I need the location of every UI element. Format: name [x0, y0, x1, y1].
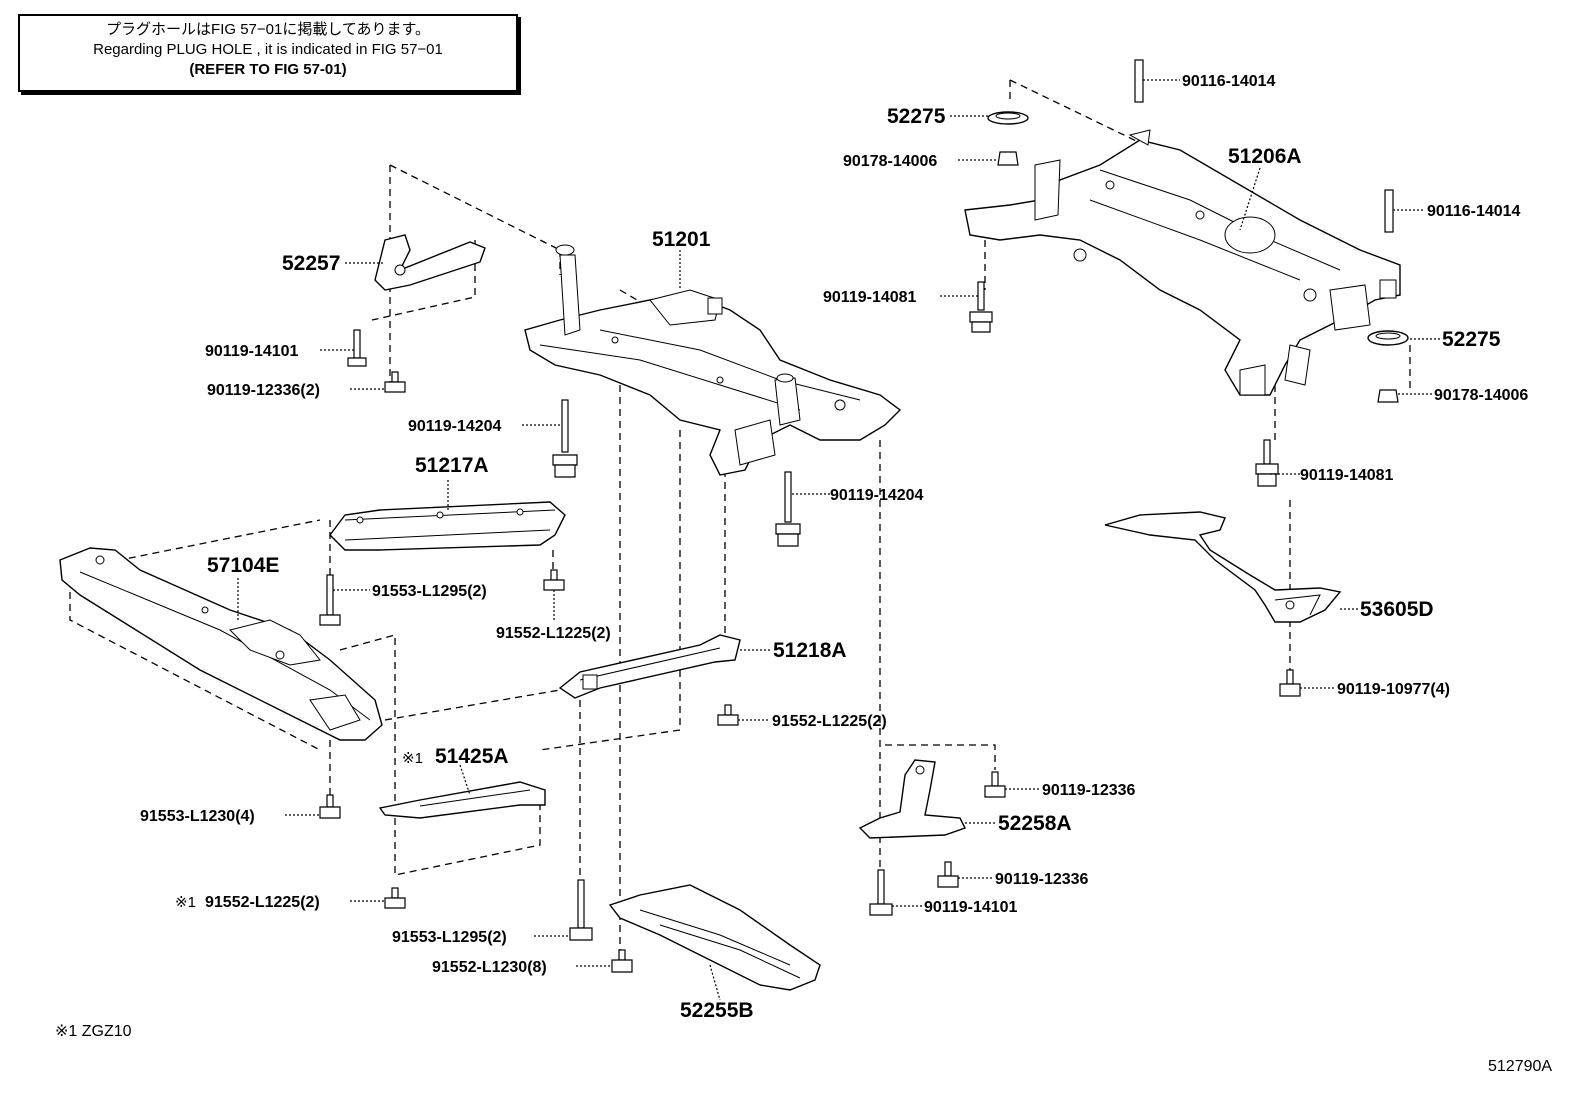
bar-51218A — [558, 634, 741, 699]
label-51218A: 51218A — [773, 639, 847, 662]
footnote-zgz10: ※1 ZGZ10 — [55, 1023, 132, 1040]
label-52275-lower: 52275 — [1442, 328, 1501, 351]
label-90119-12336-2: 90119-12336(2) — [207, 382, 320, 399]
label-90119-14081-b: 90119-14081 — [1300, 467, 1394, 484]
bolt-icon — [937, 861, 959, 888]
label-90119-12336-a: 90119-12336 — [1042, 782, 1136, 799]
figure-id: 512790A — [1488, 1058, 1553, 1075]
bolt-icon — [717, 704, 739, 726]
fasteners — [319, 59, 1394, 973]
label-51425A: 51425A — [435, 745, 509, 768]
label-52275-upper: 52275 — [887, 105, 946, 128]
reinforcement-51217A — [329, 501, 566, 551]
note-line-english: Regarding PLUG HOLE , it is indicated in… — [93, 41, 443, 58]
bolt-icon — [384, 887, 406, 909]
bolt-icon — [984, 771, 1006, 798]
label-90116-14014-b: 90116-14014 — [1427, 203, 1521, 220]
note-line-japanese: プラグホールはFIG 57−01に掲載してあります。 — [106, 21, 430, 38]
label-52258A: 52258A — [998, 812, 1072, 835]
leader-lines — [237, 79, 1440, 1001]
label-91553-L1295-a: 91553-L1295(2) — [372, 583, 487, 600]
label-90119-10977-4: 90119-10977(4) — [1337, 681, 1450, 698]
star-mark-91552-L1225-c: ※1 — [175, 894, 196, 911]
crossmember-57104E — [59, 547, 383, 741]
reference-note-box: プラグホールはFIG 57−01に掲載してあります。 Regarding PLU… — [18, 14, 518, 92]
label-91553-L1230: 91553-L1230(4) — [140, 808, 255, 825]
label-91552-L1230: 91552-L1230(8) — [432, 959, 547, 976]
label-90119-14204-b: 90119-14204 — [830, 487, 924, 504]
label-90119-14081-a: 90119-14081 — [823, 289, 917, 306]
bolt-icon — [552, 399, 578, 478]
undercover-52255B — [608, 884, 821, 991]
bar-51425A — [378, 781, 546, 819]
star-mark-51425A: ※1 — [402, 750, 423, 767]
label-51201: 51201 — [652, 228, 711, 251]
front-crossmember-51201 — [524, 244, 902, 476]
label-90178-14006-a: 90178-14006 — [843, 153, 937, 170]
part-labels: 52257 51201 52275 51206A 52275 51217A 57… — [207, 105, 1501, 1022]
label-90119-14101-b: 90119-14101 — [924, 899, 1018, 916]
bolt-icon — [611, 949, 633, 973]
stopper-52275-lower — [1367, 330, 1409, 403]
label-51206A: 51206A — [1228, 145, 1302, 168]
bracket-52257 — [374, 234, 486, 291]
bolt-icon — [543, 569, 565, 591]
bolt-icon — [384, 371, 406, 393]
fastener-labels: 90119-14101 90119-12336(2) 90119-14204 9… — [140, 73, 1528, 976]
label-91553-L1295-b: 91553-L1295(2) — [392, 929, 507, 946]
stopper-52275-upper — [987, 111, 1029, 166]
label-91552-L1225-c: 91552-L1225(2) — [205, 894, 320, 911]
label-90116-14014-a: 90116-14014 — [1182, 73, 1276, 90]
label-57104E: 57104E — [207, 554, 279, 577]
bolt-icon — [775, 471, 801, 547]
label-91552-L1225-b: 91552-L1225(2) — [772, 713, 887, 730]
bolt-icon — [347, 329, 367, 367]
bolt-icon — [569, 879, 593, 941]
label-90178-14006-b: 90178-14006 — [1434, 387, 1528, 404]
label-51217A: 51217A — [415, 454, 489, 477]
note-line-refer: (REFER TO FIG 57-01) — [189, 61, 347, 78]
bolt-icon — [1279, 669, 1301, 697]
rear-crossmember-51206A — [964, 129, 1401, 396]
label-91552-L1225-a: 91552-L1225(2) — [496, 625, 611, 642]
stud-icon — [1134, 59, 1144, 103]
label-90119-14204-a: 90119-14204 — [408, 418, 502, 435]
label-53605D: 53605D — [1360, 598, 1434, 621]
bolt-icon — [319, 574, 341, 626]
label-90119-14101-a: 90119-14101 — [205, 343, 299, 360]
brace-53605D — [1104, 511, 1342, 623]
label-52257: 52257 — [282, 252, 340, 275]
bolt-icon — [869, 869, 893, 916]
bolt-icon — [1255, 439, 1279, 487]
bracket-52258A — [858, 759, 966, 839]
bolt-icon — [969, 281, 993, 333]
label-52255B: 52255B — [680, 999, 754, 1022]
bolt-icon — [319, 794, 341, 819]
stud-icon — [1384, 189, 1394, 233]
label-90119-12336-b: 90119-12336 — [995, 871, 1089, 888]
